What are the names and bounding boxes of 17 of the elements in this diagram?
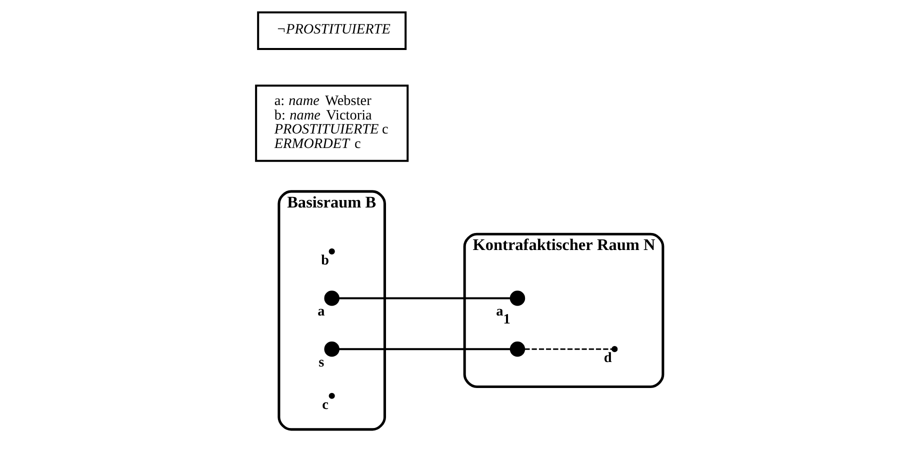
node-box: a: name Webster b: name Victoria PROSTITUIERTE c ERMORDET c	[255, 84, 409, 162]
node-circle	[510, 341, 526, 357]
node-label: b	[321, 252, 330, 268]
connector	[338, 348, 510, 350]
node-box: ¬PROSTITUIERTE	[257, 11, 407, 50]
node-circle	[328, 392, 335, 399]
node-label: c	[322, 396, 329, 413]
node-label: s	[318, 354, 324, 371]
node-label: d	[604, 350, 612, 366]
node-circle	[324, 341, 340, 357]
node-label: a	[318, 304, 325, 320]
connector	[338, 297, 510, 300]
connector	[524, 348, 612, 350]
node-circle	[510, 290, 526, 306]
node-circle	[612, 346, 618, 352]
node-circle	[328, 248, 335, 254]
node-circle	[324, 290, 340, 306]
